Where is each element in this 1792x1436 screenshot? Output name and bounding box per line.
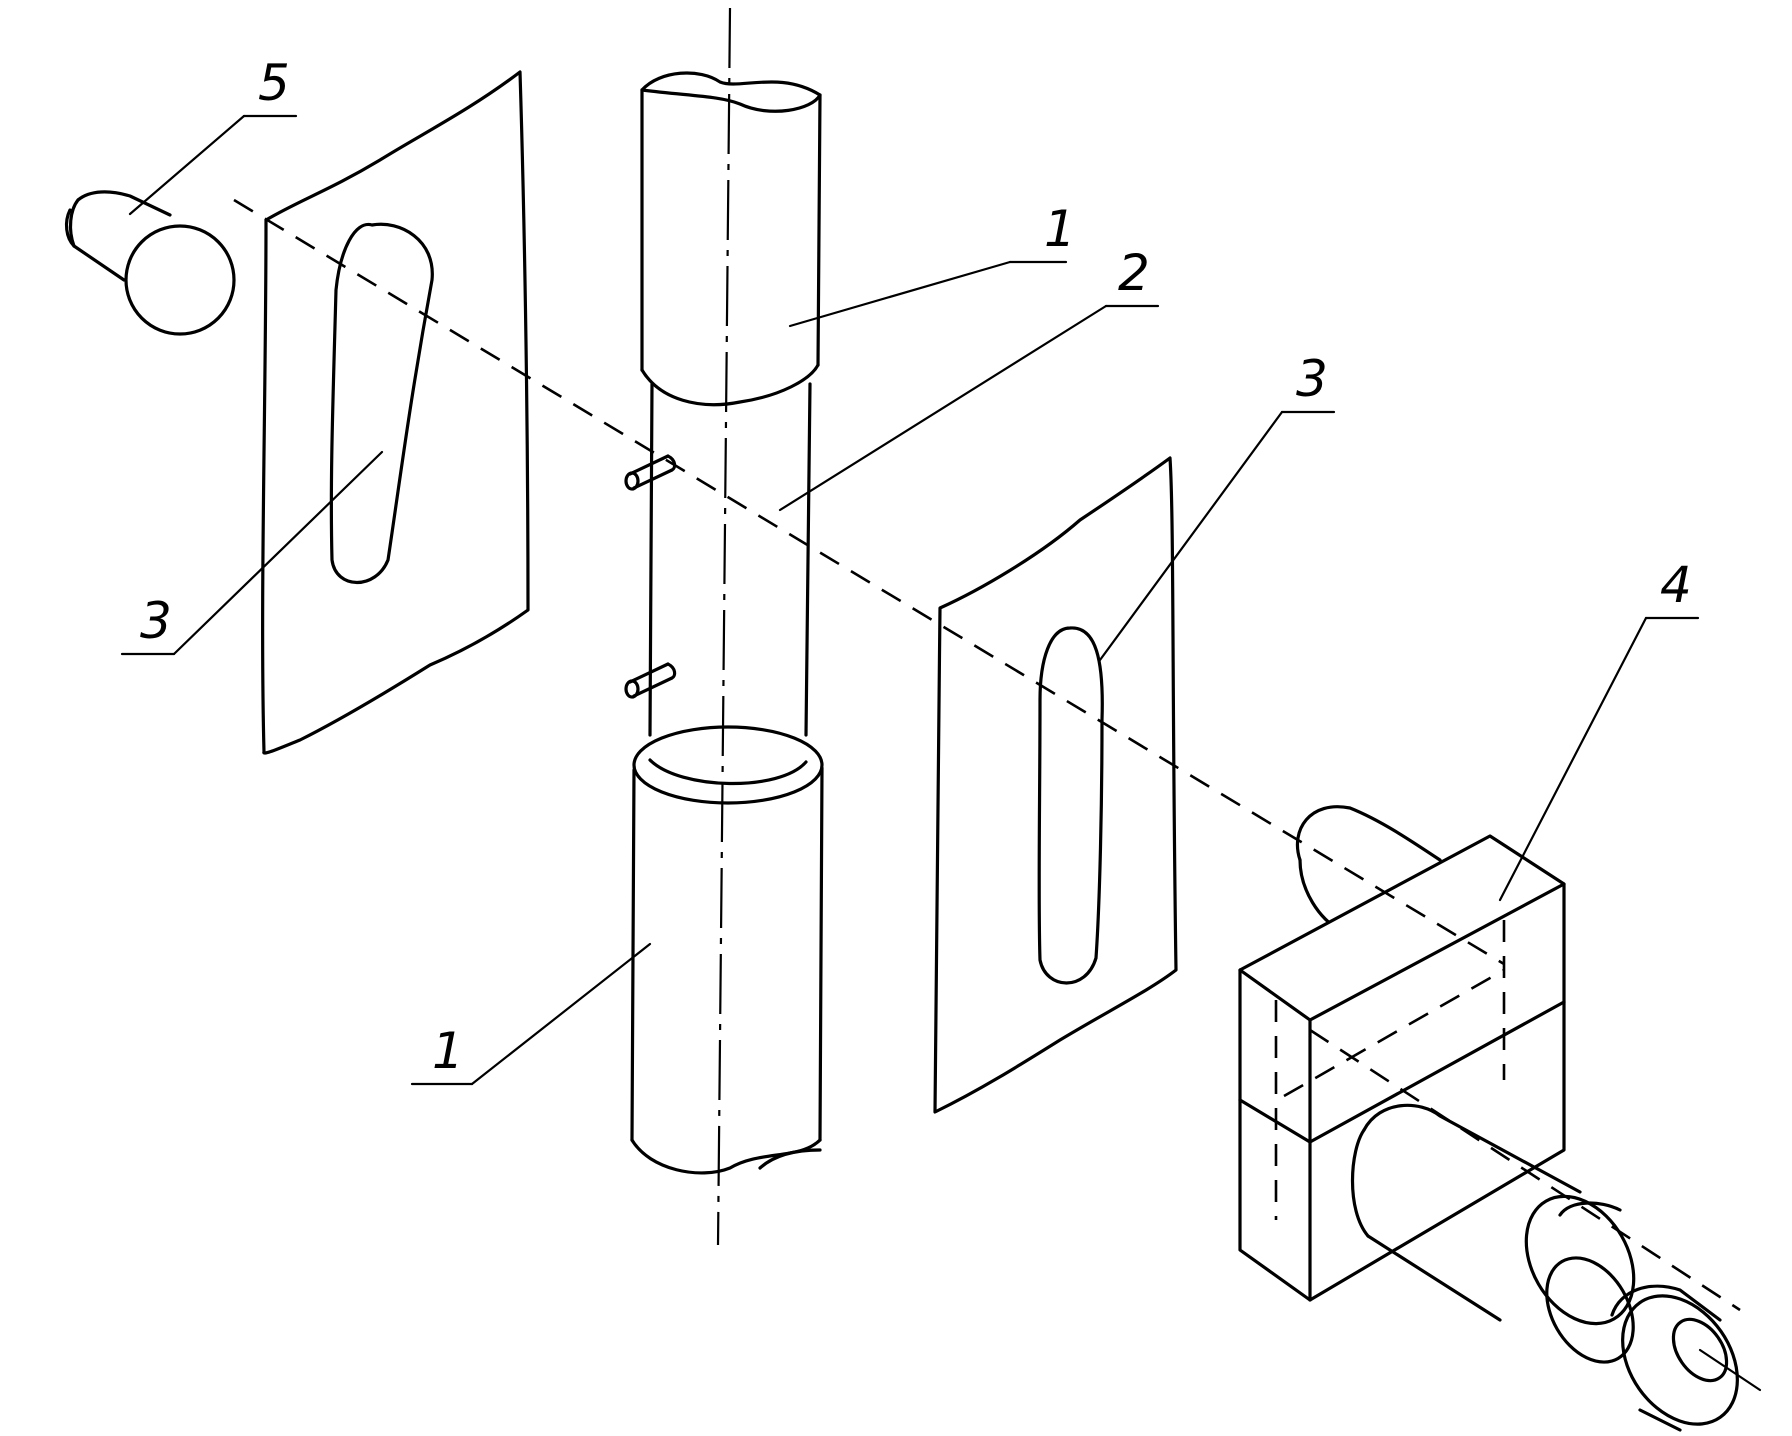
label-1-bottom: 1 bbox=[432, 1022, 464, 1080]
label-4: 4 bbox=[1660, 556, 1692, 614]
right-plate-slot bbox=[1037, 626, 1104, 985]
leader-3-right bbox=[1098, 410, 1284, 662]
assembly-axis bbox=[233, 198, 1505, 966]
label-5: 5 bbox=[258, 54, 290, 112]
leader-1-top bbox=[788, 260, 1012, 328]
upper-pin bbox=[624, 454, 677, 491]
left-plate bbox=[261, 70, 530, 755]
leader-4 bbox=[1498, 616, 1648, 902]
lower-pin bbox=[624, 662, 677, 699]
right-plate bbox=[933, 456, 1178, 1114]
leader-1-bottom bbox=[470, 942, 652, 1086]
leader-3-left bbox=[172, 450, 384, 656]
label-3-right: 3 bbox=[1296, 350, 1328, 408]
end-axis bbox=[1309, 1028, 1741, 1312]
label-3-left: 3 bbox=[140, 592, 172, 650]
part-4-block bbox=[1238, 805, 1739, 1432]
left-plate-slot bbox=[329, 222, 434, 584]
end-axis-tail bbox=[1698, 1348, 1762, 1392]
lower-sleeve bbox=[630, 725, 824, 1175]
pin-5 bbox=[64, 190, 236, 336]
center-tube bbox=[624, 382, 812, 737]
tube-center-axis bbox=[716, 7, 732, 1246]
label-1-top: 1 bbox=[1044, 200, 1076, 258]
label-2: 2 bbox=[1118, 244, 1150, 302]
leader-5 bbox=[128, 114, 246, 216]
leader-2 bbox=[778, 304, 1108, 512]
upper-sleeve bbox=[640, 71, 822, 407]
